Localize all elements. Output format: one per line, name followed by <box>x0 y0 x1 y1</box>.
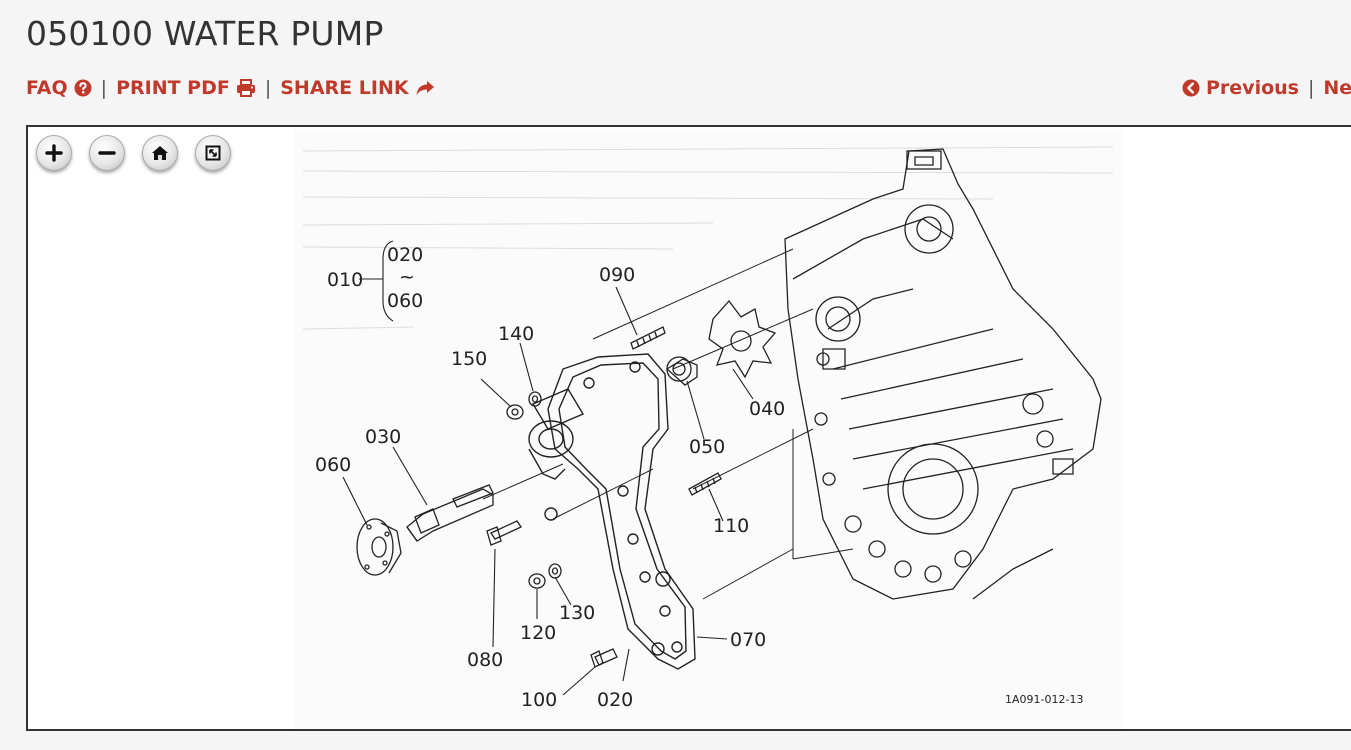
bolts-and-nuts <box>486 391 618 668</box>
impeller <box>708 299 777 379</box>
zoom-controls <box>36 135 231 171</box>
diagram-viewer[interactable]: 010 020 ~ 060 090 140 150 030 060 050 04… <box>26 125 1351 731</box>
stud-110 <box>688 472 722 496</box>
home-button[interactable] <box>142 135 178 171</box>
label-130[interactable]: 130 <box>559 602 595 624</box>
plus-icon <box>45 144 63 162</box>
home-icon <box>152 146 168 160</box>
share-link-label: SHARE LINK <box>280 77 409 99</box>
label-150[interactable]: 150 <box>451 348 487 370</box>
label-110[interactable]: 110 <box>713 515 749 537</box>
diagram-code: 1A091-012-13 <box>1005 693 1083 706</box>
label-120[interactable]: 120 <box>520 622 556 644</box>
label-range-end-060[interactable]: 060 <box>387 290 423 312</box>
leader-lines <box>342 240 754 696</box>
page-title: 050100 WATER PUMP <box>26 14 384 53</box>
label-030[interactable]: 030 <box>365 426 401 448</box>
separator: | <box>264 77 272 99</box>
previous-link[interactable]: Previous <box>1182 77 1299 99</box>
pump-shaft <box>406 484 494 542</box>
label-050[interactable]: 050 <box>689 436 725 458</box>
action-bar: FAQ | PRINT PDF | SHARE LINK <box>26 77 435 99</box>
label-010[interactable]: 010 <box>327 269 363 291</box>
gear-case-outline <box>784 148 1102 600</box>
label-100[interactable]: 100 <box>521 689 557 711</box>
label-range-sep: ~ <box>399 266 415 288</box>
exploded-view-drawing: 010 020 ~ 060 090 140 150 030 060 050 04… <box>302 146 1114 711</box>
stud-090 <box>630 326 666 350</box>
part-labels: 010 020 ~ 060 090 140 150 030 060 050 04… <box>315 244 1083 711</box>
share-arrow-icon <box>416 81 434 95</box>
next-label: Nex <box>1323 77 1351 99</box>
minus-icon <box>98 151 116 155</box>
pulley-flange <box>356 518 402 576</box>
share-link-link[interactable]: SHARE LINK <box>280 77 434 99</box>
full-screen-icon <box>205 145 221 161</box>
label-090[interactable]: 090 <box>599 264 635 286</box>
zoom-out-button[interactable] <box>89 135 125 171</box>
label-060[interactable]: 060 <box>315 454 351 476</box>
label-040[interactable]: 040 <box>749 398 785 420</box>
faq-link[interactable]: FAQ <box>26 77 92 99</box>
label-070[interactable]: 070 <box>730 629 766 651</box>
previous-label: Previous <box>1206 77 1299 99</box>
label-020[interactable]: 020 <box>597 689 633 711</box>
label-range-start-020[interactable]: 020 <box>387 244 423 266</box>
separator: | <box>100 77 108 99</box>
mechanical-seal <box>665 356 698 386</box>
zoom-in-button[interactable] <box>36 135 72 171</box>
separator: | <box>1307 77 1315 99</box>
full-screen-button[interactable] <box>195 135 231 171</box>
pagination-nav: Previous | Nex <box>1182 77 1351 99</box>
label-080[interactable]: 080 <box>467 649 503 671</box>
next-link[interactable]: Nex <box>1323 77 1351 99</box>
chevron-left-circle-icon <box>1182 79 1200 97</box>
question-circle-icon <box>74 79 92 97</box>
faq-label: FAQ <box>26 77 68 99</box>
printer-icon <box>236 79 255 97</box>
pump-body <box>528 353 696 670</box>
parts-diagram[interactable]: 010 020 ~ 060 090 140 150 030 060 050 04… <box>293 129 1124 729</box>
print-pdf-link[interactable]: PRINT PDF <box>116 77 256 99</box>
print-pdf-label: PRINT PDF <box>116 77 230 99</box>
label-140[interactable]: 140 <box>498 323 534 345</box>
